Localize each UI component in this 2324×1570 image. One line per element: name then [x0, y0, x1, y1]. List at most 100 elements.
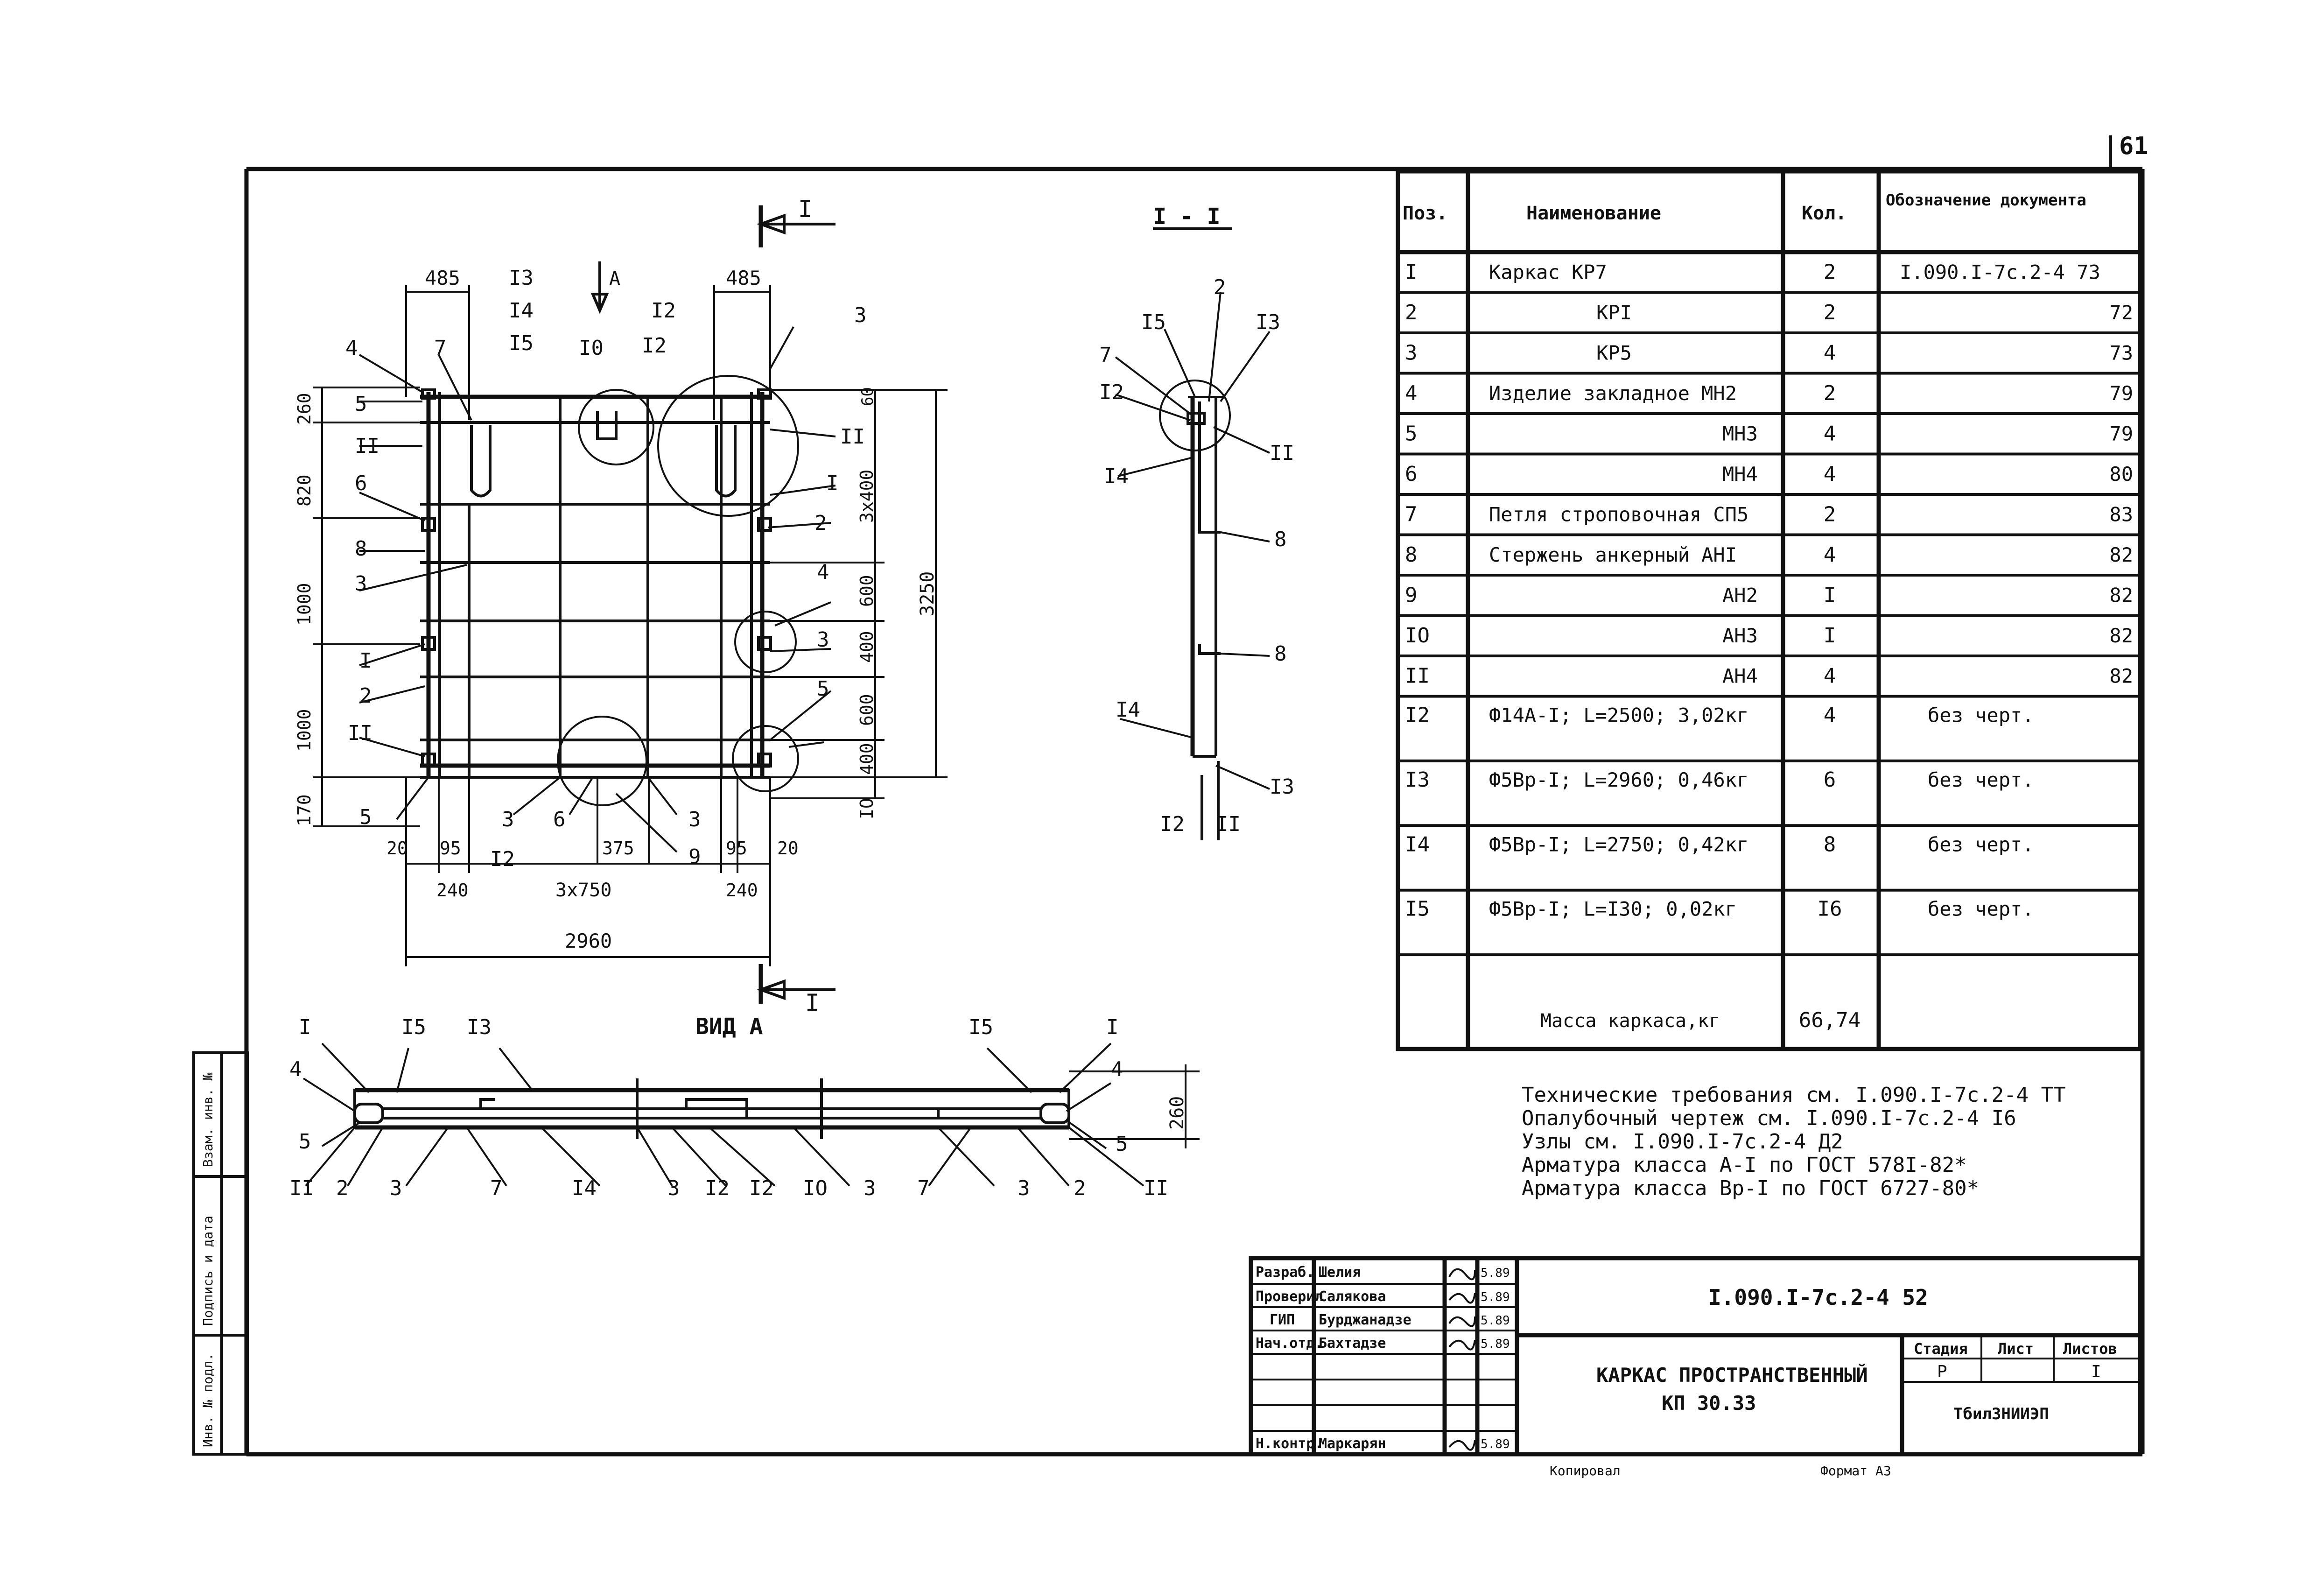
spec-row-pos: I2	[1405, 704, 1430, 727]
view-a-bottom-label: II	[1144, 1176, 1168, 1200]
view-a-bottom-labels: II 2 3 7 I4 3 I2 I2 IO 3 7 3 2 II	[289, 1176, 1168, 1200]
dim-bottom-95l: 95	[440, 838, 461, 859]
plan-label-7: 7	[434, 336, 447, 360]
spec-row-name: Петля строповочная СП5	[1489, 503, 1748, 526]
dim-left-1000a: 1000	[294, 583, 315, 626]
plan-label-3top: 3	[854, 303, 867, 327]
view-a-bottom-label: 7	[917, 1176, 930, 1200]
spec-row-qty: 4	[1824, 543, 1836, 567]
view-a-label-4l: 4	[289, 1057, 302, 1081]
tb-role: Н.контр.	[1256, 1436, 1323, 1452]
tb-date: 5.89	[1481, 1314, 1510, 1328]
spec-row-pos: 4	[1405, 381, 1418, 405]
view-a-label-13: I3	[467, 1015, 491, 1039]
spec-row-qty: 4	[1824, 462, 1836, 486]
spec-row-pos: 2	[1405, 301, 1418, 324]
view-a-bottom-label: I2	[749, 1176, 774, 1200]
dim-right-60: 60	[858, 387, 877, 406]
spec-row-pos: 6	[1405, 462, 1418, 486]
section-label-8b: 8	[1274, 642, 1287, 666]
spec-row-qty: I	[1824, 583, 1836, 607]
sheet-number: 61	[2119, 132, 2148, 160]
plan-label-4: 4	[345, 336, 358, 360]
view-a-dim-260: 260	[1166, 1096, 1188, 1130]
dim-top-right: 485	[726, 267, 761, 289]
spec-row-name: Каркас КР7	[1489, 260, 1607, 283]
section-label-13b: I3	[1270, 775, 1294, 799]
spec-row-pos: I4	[1405, 832, 1430, 856]
plan-label-12a: I2	[651, 299, 676, 323]
plan-label-14: I4	[509, 299, 534, 323]
dim-right-400a: 400	[857, 631, 877, 663]
plan-label-b9: 9	[688, 845, 701, 869]
spec-row-pos: 9	[1405, 583, 1418, 607]
dim-right-total: 3250	[917, 571, 938, 616]
section-marker-top: I	[798, 196, 812, 223]
drawing-title-line1: КАРКАС ПРОСТРАНСТВЕННЫЙ	[1596, 1363, 1868, 1387]
tb-date: 5.89	[1481, 1337, 1510, 1351]
spec-row-qty: 2	[1824, 381, 1836, 405]
spec-row-name: АН3	[1722, 624, 1758, 647]
section-label-12: I2	[1099, 380, 1124, 404]
plan-label-b12: I2	[490, 847, 515, 871]
view-a-title: ВИД А	[695, 1014, 763, 1040]
note-line: Арматура класса Вр-I по ГОСТ 6727-80*	[1522, 1176, 1979, 1200]
dim-bottom-240r: 240	[726, 880, 758, 901]
spec-row-qty: 4	[1824, 341, 1836, 365]
plan-label-6: 6	[355, 472, 367, 495]
spec-row-pos: 8	[1405, 543, 1418, 567]
spec-row-pos: 3	[1405, 341, 1418, 365]
view-a-label-5r: 5	[1116, 1132, 1128, 1156]
view-a-bottom-label: II	[289, 1176, 314, 1200]
view-a-label-1l: I	[299, 1015, 311, 1039]
spec-row-qty: I	[1824, 624, 1836, 648]
dim-bottom-20r: 20	[777, 838, 799, 859]
signatures	[1448, 1268, 1476, 1451]
dim-right-3x400: 3x400	[857, 470, 877, 523]
side-stamp-inventory: Инв. № подл.	[200, 1353, 216, 1447]
note-line: Опалубочный чертеж см. I.090.I-7с.2-4 I6	[1522, 1106, 2016, 1130]
spec-row-doc: без черт.	[1928, 898, 2034, 921]
doc-code: I.090.I-7с.2-4 52	[1708, 1285, 1928, 1310]
view-a-bottom-label: IO	[803, 1176, 828, 1200]
view-a-bottom-label: 3	[864, 1176, 876, 1200]
sheet-format: Формат А3	[1820, 1463, 1891, 1478]
tb-name: Маркарян	[1319, 1436, 1386, 1452]
spec-row-name: Ф5Вр-I; L=2750; 0,42кг	[1489, 833, 1748, 856]
tb-role: Нач.отд.	[1256, 1335, 1323, 1352]
spec-mass-value: 66,74	[1799, 1008, 1861, 1032]
drawing-title-line2: КП 30.33	[1662, 1392, 1756, 1415]
spec-row-pos: I5	[1405, 897, 1430, 921]
dim-left-170: 170	[294, 794, 315, 826]
spec-row-doc: без черт.	[1928, 768, 2034, 791]
sheet-header: Лист	[1998, 1340, 2034, 1358]
spec-row-pos: IO	[1405, 624, 1430, 648]
spec-header-qty: Кол.	[1802, 203, 1847, 224]
side-stamp: Взам. инв. № Подпись и дата Инв. № подл.	[192, 1051, 249, 1456]
tb-name: Шелия	[1319, 1264, 1361, 1281]
section-label-14: I4	[1104, 465, 1129, 488]
spec-row-name: Ф14А-I; L=2500; 3,02кг	[1489, 704, 1748, 727]
plan-label-5: 5	[355, 392, 367, 416]
view-a-label-4r: 4	[1111, 1057, 1123, 1081]
tb-name: Бурджанадзе	[1319, 1312, 1411, 1328]
spec-row-doc: 82	[2109, 543, 2133, 566]
plan-label-b6: 6	[553, 808, 566, 831]
plan-label-12b: I2	[642, 334, 667, 358]
tb-role: Проверил	[1256, 1288, 1323, 1305]
dim-left-260: 260	[294, 393, 315, 425]
spec-row-doc: 72	[2109, 301, 2133, 324]
spec-row-name: АН4	[1722, 664, 1758, 687]
section-label-12b: I2	[1160, 812, 1185, 836]
view-a-bottom-label: 3	[390, 1176, 402, 1200]
spec-row-name: Стержень анкерный АНI	[1489, 543, 1737, 566]
view-a-bottom-label: 3	[667, 1176, 680, 1200]
section-label-8a: 8	[1274, 528, 1287, 551]
plan-dimensions	[313, 285, 948, 966]
spec-row-pos: 7	[1405, 502, 1418, 526]
plan-label-r2: 2	[814, 511, 827, 535]
spec-row-name: Ф5Вр-I; L=I30; 0,02кг	[1489, 898, 1737, 921]
section-label-14b: I4	[1116, 698, 1140, 722]
